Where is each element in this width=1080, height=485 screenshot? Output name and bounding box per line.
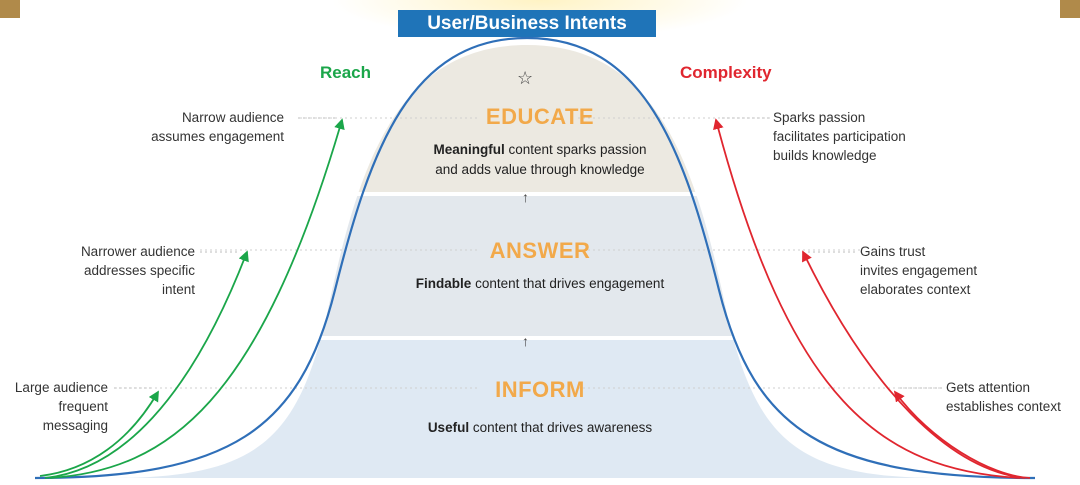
tier-inform-band [110, 340, 944, 478]
up-arrow-icon: ↑ [522, 189, 529, 205]
corner-decoration-left [0, 0, 20, 18]
complexity-arrow-2 [802, 250, 1026, 479]
reach-arrow-1 [39, 390, 159, 477]
reach-arrow-3 [49, 118, 345, 479]
reach-label: Reach [320, 63, 372, 82]
tier-desc-answer: Findable content that drives engagement [415, 276, 665, 291]
bell-curve [34, 36, 1036, 480]
tier-heading-educate: EDUCATE [485, 104, 595, 129]
up-arrow-icon: ↑ [522, 333, 529, 349]
tier-heading-answer: ANSWER [489, 238, 591, 263]
reach-arrow-2 [44, 250, 249, 479]
tier-heading-inform: INFORM [495, 377, 585, 402]
complexity-label: Complexity [680, 63, 772, 82]
diagram-title: User/Business Intents [398, 10, 656, 37]
complexity-arrow-3 [713, 118, 1021, 479]
tier-desc-educate: Meaningful content sparks passion and ad… [433, 142, 647, 177]
corner-decoration-right [1060, 0, 1080, 18]
tier-desc-inform: Useful content that drives awareness [427, 420, 653, 435]
star-icon: ☆ [517, 68, 534, 88]
